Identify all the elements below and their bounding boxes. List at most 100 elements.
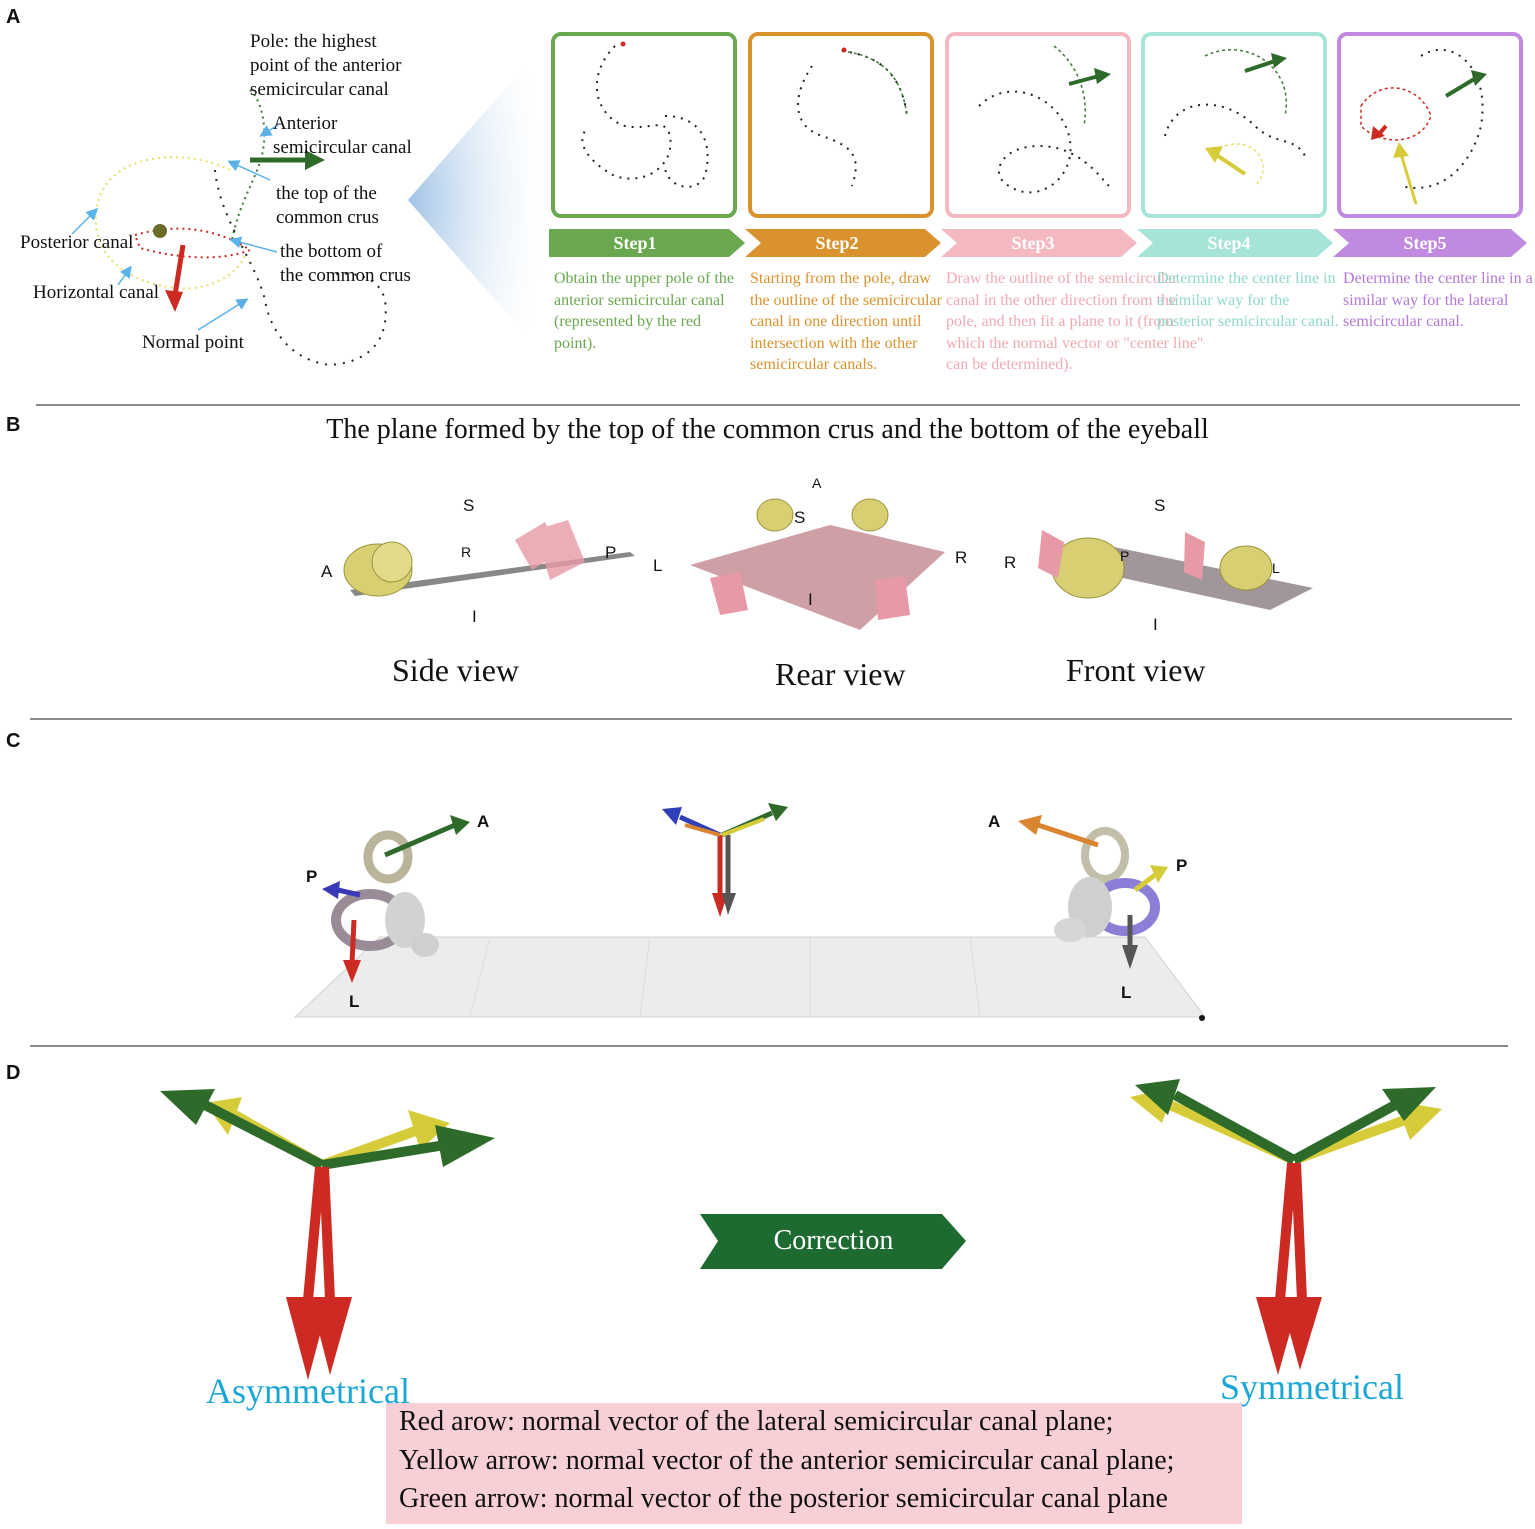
left-green-arrowhead: [450, 815, 470, 835]
leader-posterior: [71, 207, 99, 235]
right-cochlea: [1054, 918, 1086, 942]
side-label-S: S: [463, 496, 475, 515]
rear-view-caption: Rear view: [775, 656, 906, 692]
step-tag-row: [549, 229, 1527, 257]
step4-tag: Step4: [1154, 229, 1324, 257]
correction-label-box: Correction: [700, 1213, 967, 1270]
leader-anterior: [259, 124, 279, 137]
label-pole-line2: point of the anterior: [250, 55, 402, 76]
c-right-label-P: P: [1176, 856, 1188, 875]
side-label-P: P: [605, 543, 617, 562]
step4-description: Determine the center line in a similar w…: [1157, 270, 1339, 330]
left-blue-arrow: [337, 887, 361, 898]
step3-description: Draw the outline of the semicircular can…: [946, 270, 1204, 373]
panel-letter-a: A: [6, 6, 21, 28]
step5-tag: Step5: [1350, 229, 1520, 257]
correction-arrow: [700, 1214, 966, 1269]
front-label-P: P: [1120, 548, 1130, 564]
label-bottom-crus: the bottom of the common crus: [280, 240, 411, 288]
rear-eyeball-right: [851, 498, 889, 532]
legend-red: Red arow: normal vector of the lateral s…: [399, 1406, 1114, 1437]
divider-bc: [30, 718, 1512, 720]
rear-canal-plane-right: [875, 576, 910, 620]
center-grey-arrowhead: [722, 893, 736, 915]
divider-cd: [30, 1045, 1508, 1047]
legend-yellow: Yellow arrow: normal vector of the anter…: [399, 1444, 1175, 1476]
step1-description: Obtain the upper pole of the anterior se…: [554, 270, 734, 352]
step1-tag: Step1: [560, 229, 730, 257]
correction-label: Correction: [773, 1225, 894, 1256]
side-label-A: A: [321, 562, 333, 581]
c-right-label-L: L: [1121, 983, 1132, 1002]
right-orange-arrow: [1037, 822, 1099, 848]
label-top-crus-line1: the top of the: [276, 183, 377, 204]
front-view-caption: Front view: [1066, 652, 1206, 688]
front-canal-plane-left: [1184, 532, 1205, 580]
c-left-label-A: A: [477, 812, 490, 831]
label-pole-line1: Pole: the highest: [250, 31, 377, 52]
label-anterior-line1: Anterior: [273, 113, 338, 134]
label-anterior: Anterior semicircular canal: [273, 112, 412, 160]
panel-letter-d: D: [6, 1062, 21, 1084]
correction-arrow-shape: [700, 1214, 966, 1269]
step5-tag-label: Step5: [1403, 233, 1447, 253]
symmetrical-label: Symmetrical: [1220, 1367, 1404, 1407]
leader-top-crus: [227, 160, 271, 181]
rear-label-S: S: [794, 508, 806, 527]
front-canal-plane-right: [1038, 530, 1064, 578]
label-pole: Pole: the highest point of the anterior …: [250, 30, 401, 102]
step3-image: [945, 32, 1131, 218]
step1-tag-label: Step1: [613, 233, 657, 253]
side-view-caption: Side view: [392, 652, 520, 688]
green-arrowhead: [305, 150, 325, 170]
panel-letter-b: B: [6, 414, 21, 436]
left-red-arrow: [349, 919, 357, 964]
front-label-R: R: [1004, 553, 1017, 572]
step2-image: [748, 32, 934, 218]
step5-description: Determine the center line in a similar w…: [1343, 270, 1533, 330]
asymmetrical-vectors: [160, 1089, 495, 1380]
left-cochlea: [411, 933, 439, 957]
normal-point-sphere: [153, 224, 167, 238]
center-green-arrowhead: [768, 803, 788, 821]
red-arrowhead: [165, 290, 183, 312]
step5-tag-shape: [1333, 229, 1527, 257]
c-left-label-L: L: [349, 992, 360, 1011]
front-eyeball-left: [1219, 545, 1273, 591]
label-posterior: Posterior canal: [20, 232, 134, 253]
label-pole-line3: semicircular canal: [250, 79, 389, 100]
front-label-I: I: [1153, 615, 1158, 634]
asymmetrical-label: Asymmetrical: [206, 1371, 410, 1411]
legend-box: Red arow: normal vector of the lateral s…: [386, 1403, 1242, 1524]
left-anterior-canal: [363, 830, 413, 884]
right-yellow-arrow: [1133, 873, 1157, 892]
plane-views-diagram: [343, 498, 1313, 630]
vector-comparison-diagram: [160, 1079, 1442, 1380]
label-anterior-line2: semicircular canal: [273, 137, 412, 158]
step3-tag: Step3: [958, 229, 1128, 257]
leader-bottom-crus: [229, 236, 278, 253]
left-red-arrowhead: [343, 960, 361, 983]
label-top-crus: the top of the common crus: [276, 182, 379, 230]
right-anterior-canal: [1081, 827, 1129, 883]
right-grey-arrowhead: [1122, 945, 1138, 969]
canal-dots-diagram: [71, 60, 545, 367]
right-yellow-arrowhead: [1150, 865, 1168, 883]
floor-grid-line: [469, 936, 491, 1018]
side-label-I: I: [472, 607, 477, 626]
c-left-label-P: P: [306, 867, 318, 886]
step2-tag: Step2: [762, 229, 932, 257]
center-blue-arrowhead: [662, 807, 682, 825]
side-canal-planes: [515, 520, 585, 580]
step5-image: [1337, 32, 1523, 218]
center-orange-arrow: [684, 823, 721, 837]
c-right-label-A: A: [988, 812, 1001, 831]
label-top-crus-line2: common crus: [276, 207, 379, 228]
leader-horizontal: [117, 265, 132, 286]
label-bottom-crus-line2: the common crus: [280, 265, 411, 286]
step4-tag-shape: [1137, 229, 1333, 257]
step2-tag-shape: [745, 229, 941, 257]
grid-corner-dot: [1199, 1015, 1205, 1021]
rear-canal-plane-left: [710, 572, 748, 615]
side-eyeball-2: [371, 541, 413, 583]
